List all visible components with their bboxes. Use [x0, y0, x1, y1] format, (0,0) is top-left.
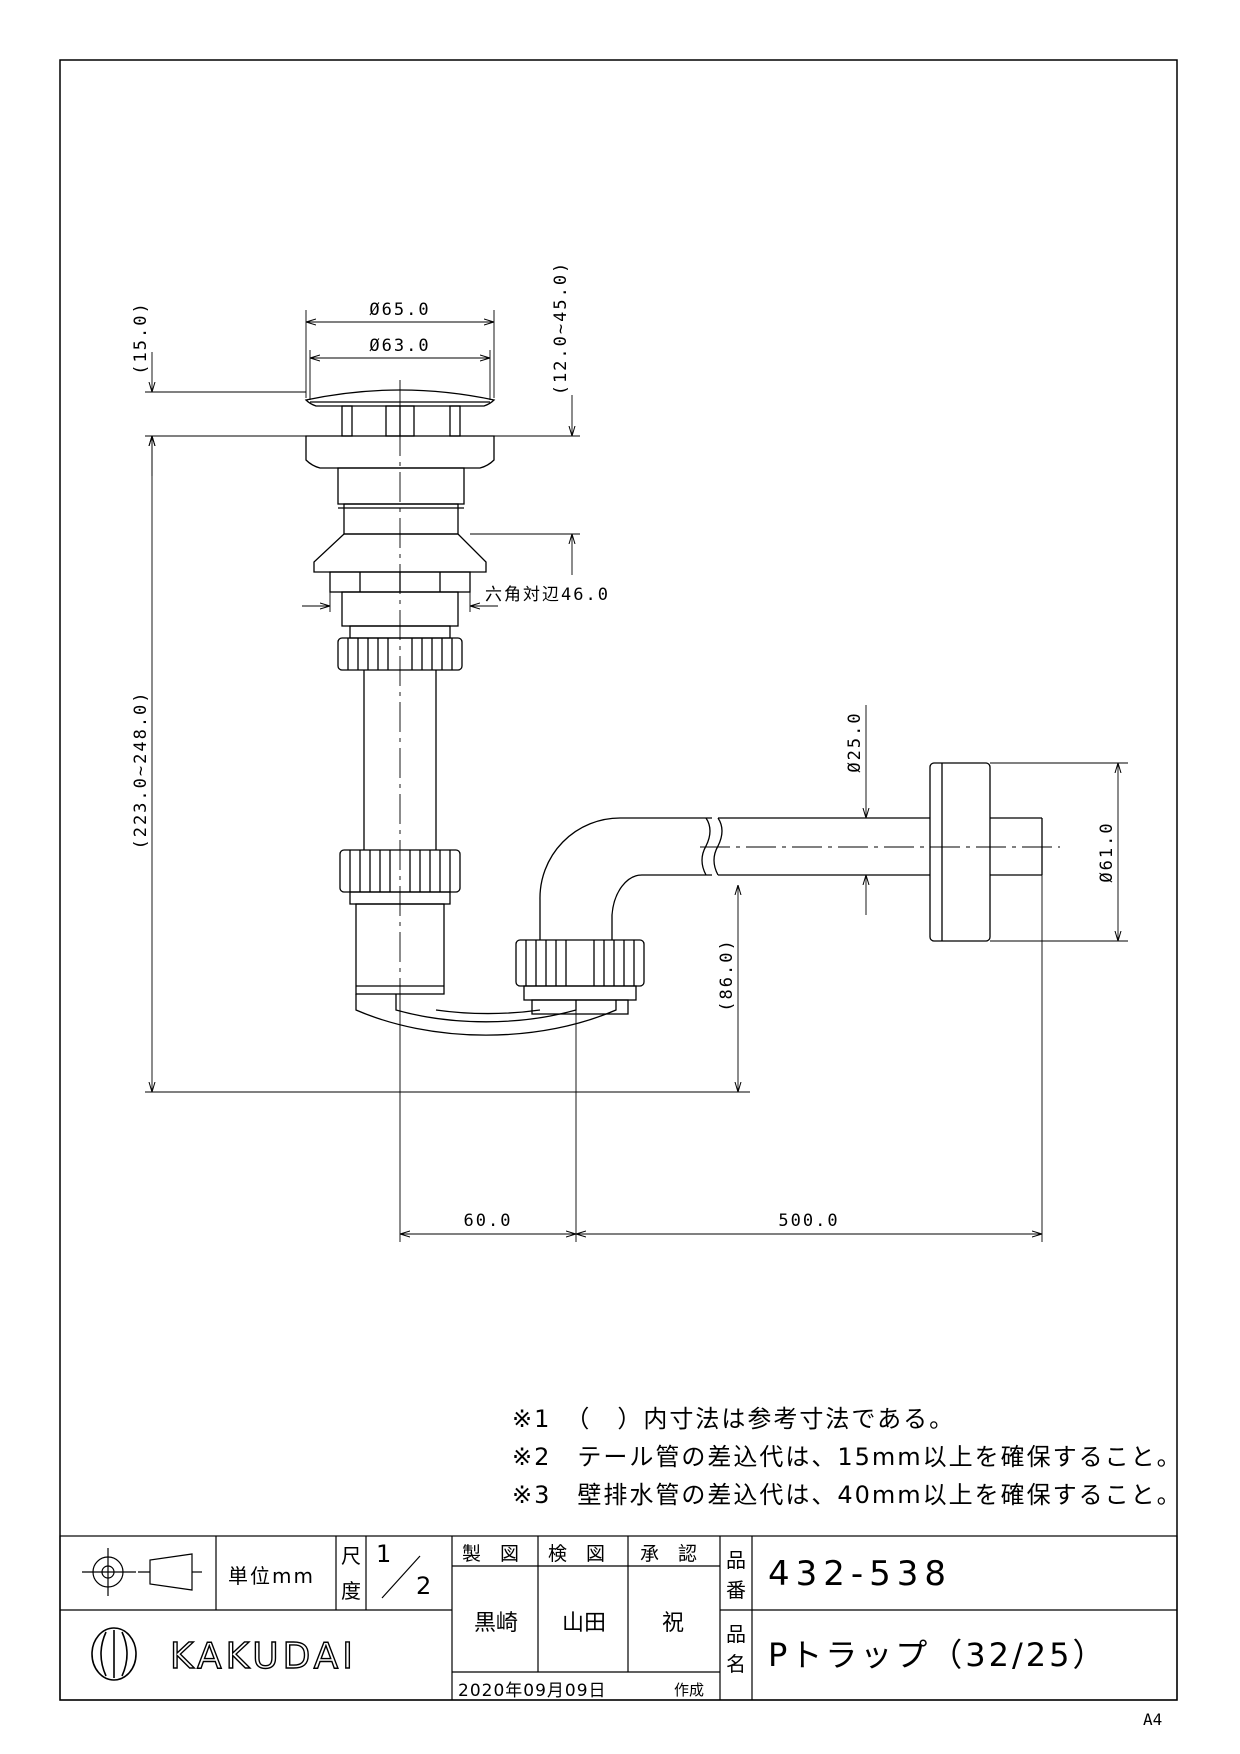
dim-height-86: (86.0): [717, 938, 737, 1011]
date: 2020年09月09日: [458, 1681, 607, 1701]
unit-label: 単位mm: [228, 1564, 315, 1588]
approved-label: 承 認: [640, 1543, 698, 1565]
dim-height-15: (15.0): [131, 301, 151, 374]
sheet-size: A4: [1143, 1710, 1163, 1729]
note-1: ※1 （ ）内寸法は参考寸法である。: [512, 1405, 956, 1433]
kakudai-logo-icon: [91, 1627, 137, 1681]
dimension-lines: [145, 310, 1128, 1242]
dim-dia-25: Ø25.0: [845, 711, 865, 772]
date-suffix: 作成: [674, 1681, 705, 1699]
third-angle-projection-icon: [82, 1548, 202, 1596]
dim-dia-63: Ø63.0: [369, 336, 430, 356]
part-no-label-1: 品: [726, 1548, 746, 1572]
dim-width-500: 500.0: [778, 1211, 839, 1231]
dim-dia-65: Ø65.0: [369, 300, 430, 320]
part-no-label-2: 番: [726, 1578, 746, 1602]
scale-denominator: 2: [416, 1572, 432, 1600]
drawn-by: 黒崎: [474, 1611, 519, 1636]
note-3: ※3 壁排水管の差込代は、40mm以上を確保すること。: [512, 1481, 1183, 1509]
dim-dia-61: Ø61.0: [1097, 821, 1117, 882]
company-logo: KAKUDAI: [170, 1636, 357, 1677]
dim-hex-46: 六角対辺46.0: [485, 585, 610, 605]
note-2: ※2 テール管の差込代は、15mm以上を確保すること。: [512, 1443, 1183, 1471]
dim-height-12-45: (12.0~45.0): [551, 261, 571, 396]
scale-slash: [381, 1555, 421, 1599]
dim-width-60: 60.0: [464, 1211, 513, 1231]
part-name-label-2: 名: [726, 1652, 746, 1676]
checked-label: 検 図: [548, 1543, 606, 1565]
checked-by: 山田: [562, 1611, 607, 1636]
drawn-label: 製 図: [462, 1543, 520, 1565]
title-block-grid: [59, 1535, 1178, 1701]
notes: ※1 （ ）内寸法は参考寸法である。 ※2 テール管の差込代は、15mm以上を確…: [512, 1400, 1183, 1514]
scale-numerator: 1: [376, 1540, 392, 1568]
part-number: 432-538: [768, 1554, 953, 1594]
scale-label-1: 尺: [341, 1544, 361, 1568]
part-name-label-1: 品: [726, 1622, 746, 1646]
approved-by: 祝: [662, 1611, 685, 1636]
p-trap-drawing: [304, 380, 1060, 1036]
dim-height-223-248: (223.0~248.0): [131, 690, 151, 849]
part-name: Pトラップ（32/25）: [768, 1636, 1108, 1674]
scale-label-2: 度: [341, 1579, 361, 1603]
